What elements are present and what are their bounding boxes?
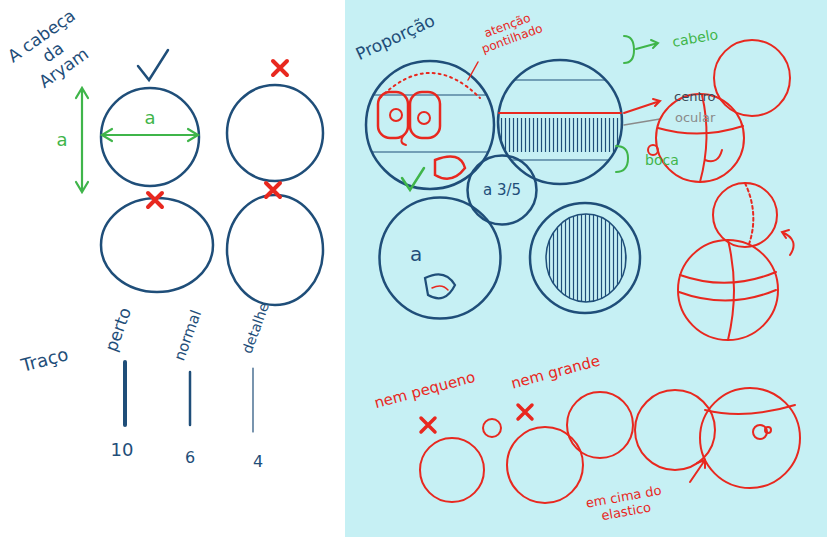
cross-mark (266, 183, 280, 197)
guide-label: ocular (675, 111, 715, 126)
head-construction (679, 272, 776, 301)
head-construction (635, 390, 715, 470)
guide-sketch (511, 80, 609, 160)
stroke-width: 10 (111, 440, 134, 461)
proportion-label: a (410, 243, 422, 266)
proportion-sketch (432, 286, 448, 290)
dimension-label: a (57, 130, 68, 151)
guide-pointer (624, 99, 660, 113)
stroke-name: detalhe (238, 300, 271, 355)
guide-pointer (624, 119, 660, 125)
head-circle (101, 85, 323, 305)
stroke-sample (189, 372, 192, 425)
dimension-arrow (76, 88, 88, 192)
guide-pointer (616, 146, 628, 172)
head-circle (227, 195, 323, 305)
size-example (420, 392, 633, 503)
face-sketch (378, 92, 408, 138)
guide-label: boca (645, 152, 679, 168)
face-sketch (418, 112, 430, 124)
face-sketch (410, 92, 440, 138)
size-example (483, 419, 501, 437)
proportion-sketch (425, 274, 455, 298)
head-construction (745, 183, 753, 247)
stroke-sample (252, 368, 253, 432)
guide-pointer (624, 36, 634, 63)
face-sketch (401, 135, 406, 145)
size-example (518, 405, 532, 419)
head-construction (658, 126, 743, 134)
guide-sketch (499, 112, 621, 114)
stroke-width: 6 (185, 449, 195, 467)
proportion-sketch (530, 203, 640, 313)
size-example (421, 418, 435, 432)
check-mark (138, 50, 168, 80)
cross-mark (148, 193, 162, 207)
face-sketch (390, 109, 402, 121)
cross-mark (273, 61, 287, 75)
head-construction (700, 95, 707, 182)
proportion-sketch (402, 168, 640, 313)
head-construction (690, 460, 705, 482)
head-construction (705, 405, 795, 414)
sheet-title: A cabeça da Aryam (3, 4, 104, 99)
dimension-arrow (102, 129, 198, 141)
guide-sketch (498, 60, 622, 184)
guide-pointer (616, 36, 660, 172)
circle-outline (378, 196, 502, 320)
face-sketch (380, 73, 480, 98)
head-construction (700, 388, 800, 488)
head-circle (101, 88, 199, 186)
proportion-circle: a (378, 196, 502, 320)
proportion-sketch (546, 214, 626, 302)
stroke-sample (123, 362, 127, 425)
head-construction (635, 40, 800, 488)
face-sketch (372, 95, 488, 152)
head-construction (713, 183, 777, 247)
face-sketch (435, 156, 465, 178)
size-example (507, 427, 583, 503)
head-construction (782, 230, 794, 255)
dimension-arrow (76, 88, 198, 192)
head-circle (227, 85, 323, 181)
head-construction (728, 240, 734, 340)
head-construction (678, 240, 778, 340)
stroke-name: normal (171, 307, 205, 362)
proportion-label: a 3/5 (483, 182, 521, 199)
section-title: Traço (19, 344, 70, 376)
guide-sketch (498, 60, 622, 184)
check-mark (138, 50, 168, 80)
circle-outline (380, 198, 501, 319)
guide-pointer (636, 40, 658, 49)
size-example (567, 392, 633, 458)
stroke-name: perto (101, 305, 135, 354)
guide-label: centro (674, 90, 716, 105)
head-construction (656, 94, 744, 182)
stroke-width: 4 (253, 453, 263, 471)
proportion-sketch (402, 168, 424, 190)
circle-outline (468, 156, 537, 225)
dimension-label: a (145, 108, 156, 129)
head-construction (765, 427, 771, 433)
head-construction (705, 150, 722, 161)
face-sketch (468, 62, 478, 80)
size-example (420, 438, 484, 502)
guide-sketch (498, 118, 622, 152)
panel-ground (345, 0, 827, 537)
proportion-circle: a 3/5 (466, 154, 538, 226)
head-circle (101, 198, 213, 292)
head-construction (714, 40, 790, 116)
stroke-sample (125, 362, 253, 432)
